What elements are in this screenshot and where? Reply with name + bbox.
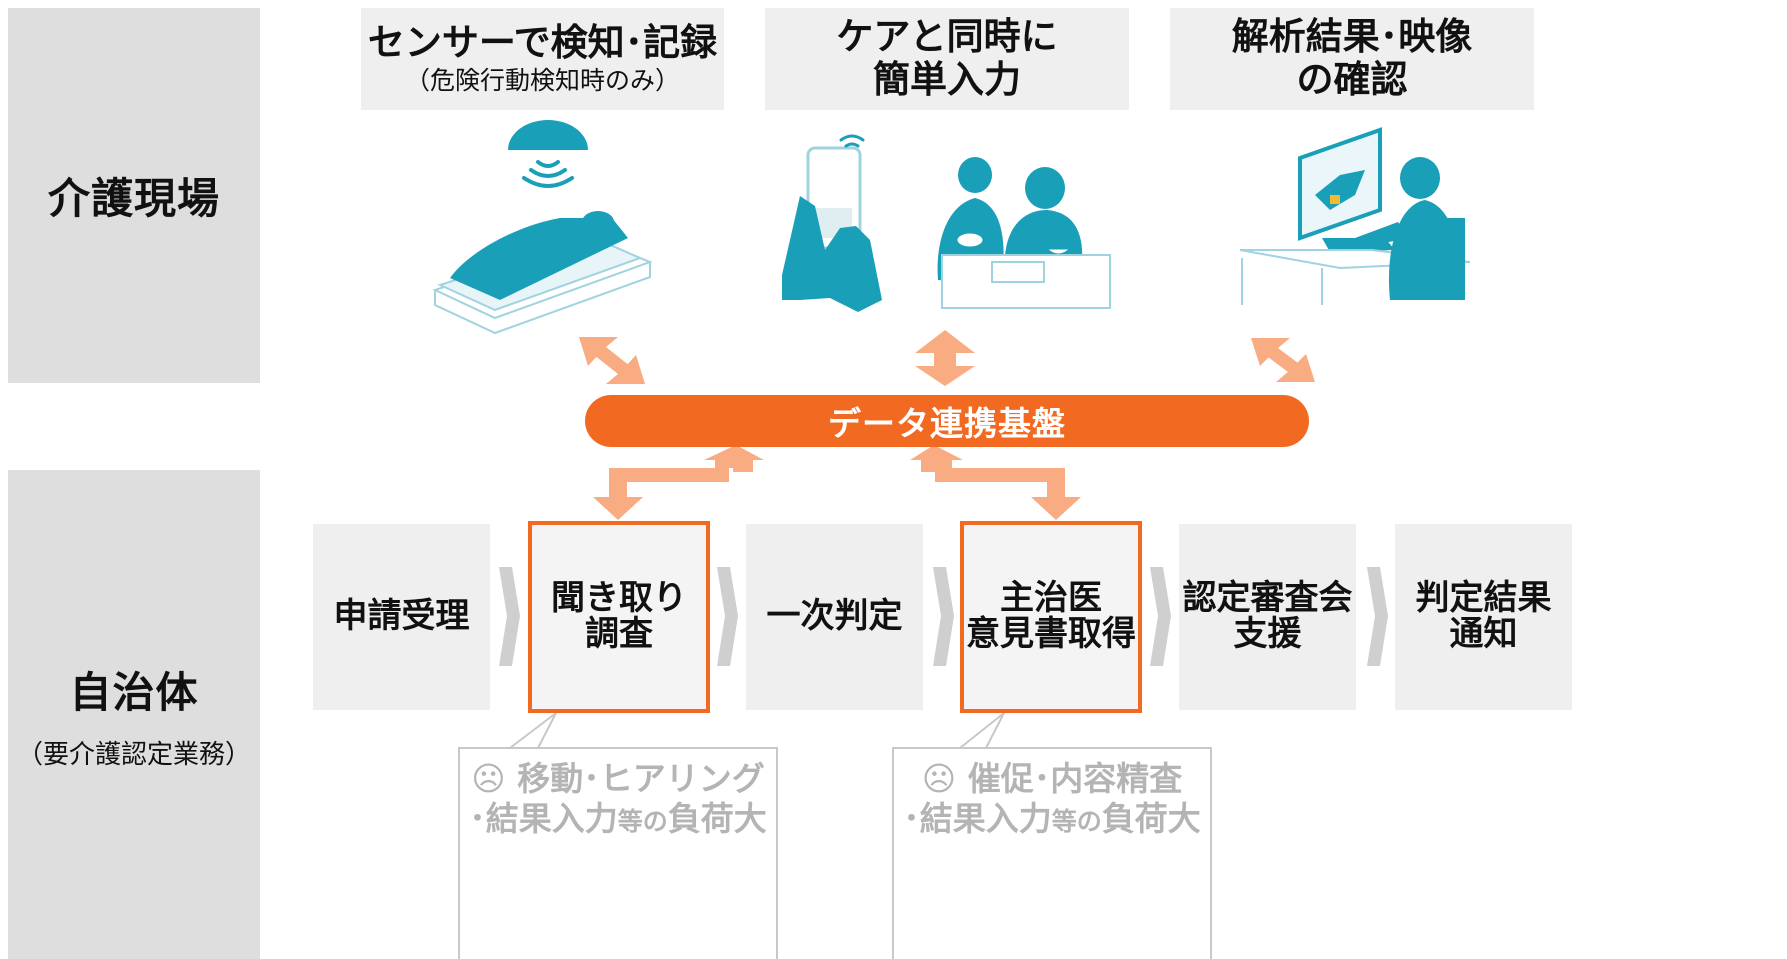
step-label-line2: 調査	[585, 614, 653, 654]
care-input-header: ケアと同時に 簡単入力	[765, 8, 1129, 110]
step-label: 判定結果	[1415, 578, 1552, 619]
chevron-right-icon	[1150, 567, 1171, 666]
step-label-line2: 意見書取得	[966, 614, 1136, 654]
chevron-right-icon	[1367, 567, 1388, 666]
care-input-header-line2: 簡単入力	[873, 58, 1021, 101]
doctor-burden-callout: ☹ 催促･内容精査 ･結果入力等の負荷大	[892, 747, 1212, 959]
process-chevrons	[499, 567, 1388, 666]
chevron-right-icon	[499, 567, 520, 666]
step-result-notification: 判定結果 通知	[1395, 524, 1572, 710]
analysis-header-line1: 解析結果･映像	[1231, 15, 1473, 59]
reviewer-figure	[1400, 157, 1440, 199]
step-label-line2: 支援	[1233, 614, 1302, 654]
sensor-header-title: センサーで検知･記録	[367, 21, 718, 65]
callout-line2-end: 負荷大	[1101, 798, 1201, 838]
callout-line2-main: ･結果入力	[903, 798, 1052, 838]
sensor-header-note: （危険行動検知時のみ）	[404, 65, 680, 95]
ceiling-sensor-icon	[508, 120, 588, 150]
doctor-connector-arrow	[910, 445, 1081, 520]
resident-figure	[1025, 167, 1065, 209]
step-application-receipt: 申請受理	[313, 524, 490, 710]
callout-line2-small: 等の	[617, 806, 668, 836]
callout-tails	[509, 712, 1005, 749]
upper-sync-arrows	[579, 330, 1315, 386]
monitor-review-illustration	[1239, 127, 1471, 305]
data-platform-label: データ連携基盤	[828, 404, 1066, 443]
caregiver-figure	[958, 157, 992, 193]
data-platform-bar: データ連携基盤	[585, 395, 1309, 447]
lower-connector-arrows	[593, 445, 1081, 520]
chevron-right-icon	[933, 567, 954, 666]
callout-line1: ☹ 催促･内容精査	[921, 759, 1183, 798]
analysis-sync-arrow	[1251, 338, 1315, 382]
step-label: 申請受理	[333, 596, 470, 637]
step-label: 聞き取り	[551, 578, 687, 619]
municipality-title: 自治体	[69, 667, 199, 717]
care-sync-arrow	[915, 330, 975, 386]
step-label: 認定審査会	[1182, 578, 1353, 619]
wifi-icon	[839, 134, 865, 148]
sensor-sync-arrow	[579, 337, 645, 384]
step-primary-judgment: 一次判定	[746, 524, 923, 710]
sensor-header: センサーで検知･記録 （危険行動検知時のみ）	[361, 8, 724, 110]
interview-burden-callout: ☹ 移動･ヒアリング ･結果入力等の負荷大	[458, 747, 778, 959]
callout-line2: ･結果入力等の負荷大	[894, 799, 1210, 839]
step-doctor-opinion: 主治医 意見書取得	[960, 521, 1142, 713]
municipality-subtitle: （要介護認定業務）	[16, 739, 251, 770]
care-site-section-label: 介護現場	[8, 8, 260, 383]
smartphone-care-illustration	[782, 134, 1111, 312]
interview-connector-arrow	[593, 445, 764, 520]
step-label-line2: 通知	[1449, 614, 1518, 654]
step-label: 主治医	[1000, 578, 1102, 619]
care-input-header-line1: ケアと同時に	[836, 15, 1058, 59]
callout-line2-main: ･結果入力	[469, 798, 618, 838]
callout-line2-small: 等の	[1051, 806, 1102, 836]
hand-icon	[782, 196, 882, 312]
callout-line1: ☹ 移動･ヒアリング	[471, 759, 765, 798]
care-site-title: 介護現場	[47, 174, 220, 223]
chevron-right-icon	[717, 567, 738, 666]
callout-tail-doctor	[959, 712, 1005, 749]
step-interview-survey: 聞き取り 調査	[528, 521, 710, 713]
callout-line2: ･結果入力等の負荷大	[460, 799, 776, 839]
signal-waves-icon	[522, 160, 574, 188]
callout-line2-end: 負荷大	[667, 798, 767, 838]
analysis-header-line2: の確認	[1296, 58, 1408, 101]
municipality-section-label: 自治体 （要介護認定業務）	[8, 470, 260, 959]
step-review-committee: 認定審査会 支援	[1179, 524, 1356, 710]
callout-tail-interview	[509, 712, 557, 749]
analysis-header: 解析結果･映像 の確認	[1170, 8, 1534, 110]
sensor-bed-illustration	[432, 120, 653, 335]
step-label: 一次判定	[766, 596, 903, 637]
